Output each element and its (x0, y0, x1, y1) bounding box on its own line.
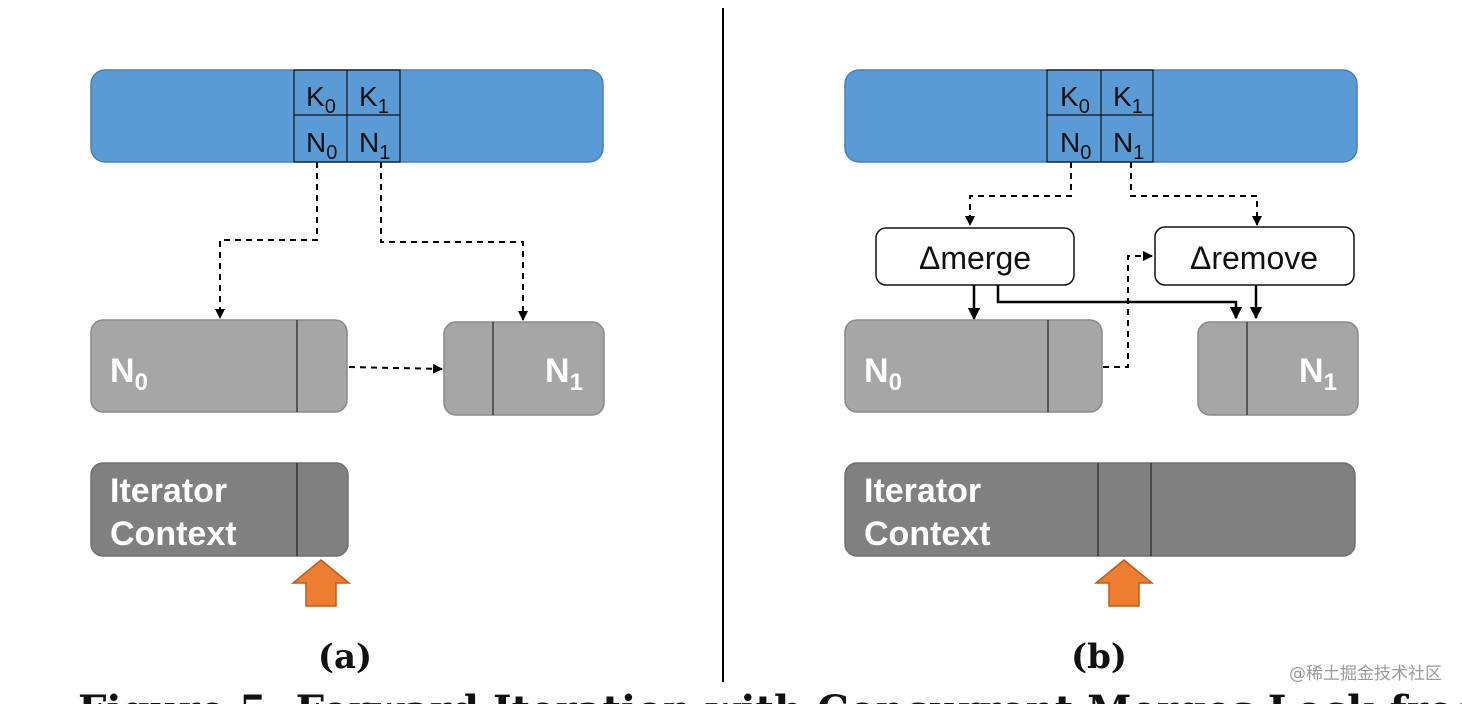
cell-n1-b: N1 (1113, 127, 1144, 164)
next-pointer-a (348, 363, 443, 374)
cell-k1-b: K1 (1113, 81, 1143, 118)
iterator-context-a (90, 462, 349, 557)
delta-remove-box (1154, 226, 1355, 286)
panel-b: K0 K1 N0 N1 Δmerge Δremove N0 N1 Iterato… (844, 69, 1359, 677)
node-n0-a-label: N0 (110, 352, 148, 396)
key-table-b (1046, 69, 1154, 163)
pointer-remove-b (1130, 162, 1262, 226)
cell-n0-a: N0 (306, 127, 337, 164)
caption-partial: Figure 5: Forward Iteration with Concurr… (78, 687, 1462, 704)
node-n0-b-label: N0 (864, 352, 902, 396)
node-n1-b (1197, 321, 1359, 416)
iterator-a-line1: Iterator (110, 472, 227, 510)
delta-merge-label: Δmerge (919, 240, 1031, 276)
node-n1-a (443, 321, 605, 416)
node-n1-b-label: N1 (1299, 352, 1337, 396)
pointer-n0-a (215, 162, 318, 319)
node-n0-b (844, 319, 1103, 413)
panel-label-b: (b) (1071, 637, 1127, 677)
iterator-context-b (844, 462, 1356, 557)
panel-a: K0 K1 N0 N1 N0 N1 Iterator Context (a) (90, 69, 605, 677)
position-arrow-a (290, 559, 352, 607)
cell-n0-b: N0 (1060, 127, 1091, 164)
cell-n1-a: N1 (359, 127, 390, 164)
cell-k1-a: K1 (359, 81, 389, 118)
iterator-b-line2: Context (864, 515, 991, 553)
pointer-n1-a (380, 162, 528, 321)
node-n1-a-label: N1 (545, 352, 583, 396)
pointer-merge-b (965, 162, 1072, 226)
merge-to-n1 (996, 285, 1243, 320)
cell-k0-b: K0 (1060, 81, 1090, 118)
panel-label-a: (a) (318, 637, 372, 677)
watermark: @稀土掘金技术社区 (1289, 664, 1442, 684)
iterator-a-line2: Context (110, 515, 237, 553)
iterator-b-line1: Iterator (864, 472, 981, 510)
delta-remove-label: Δremove (1190, 240, 1318, 276)
position-arrow-b (1093, 559, 1155, 607)
next-pointer-b (1103, 251, 1153, 368)
cell-k0-a: K0 (306, 81, 336, 118)
node-n0-a (90, 319, 348, 413)
